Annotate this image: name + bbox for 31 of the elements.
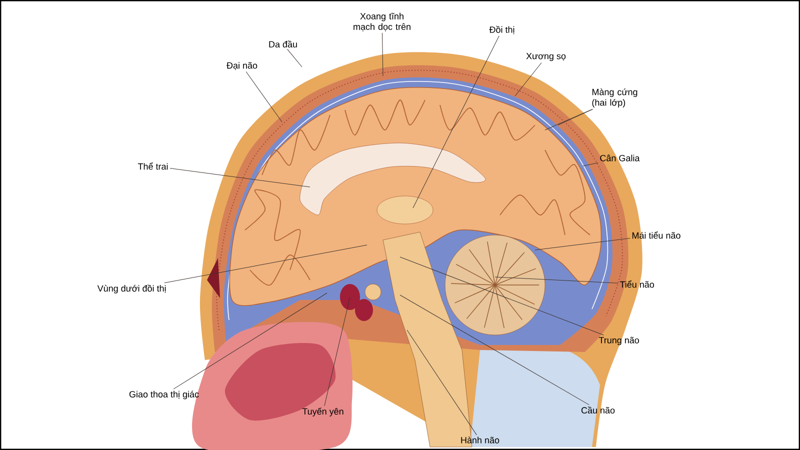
part-label: Giao thoa thị giác: [129, 390, 199, 400]
leader-line: [544, 108, 593, 130]
leader-line: [246, 71, 282, 122]
leader-line: [170, 168, 310, 188]
leader-line: [400, 294, 590, 406]
part-label: Trung não: [598, 336, 639, 346]
part-label: Màng cứng (hai lớp): [592, 88, 638, 108]
part-label: Tiểu não: [620, 280, 654, 288]
part-label: Vùng dưới đồi thị: [97, 284, 166, 294]
leader-line: [173, 292, 328, 390]
leader-line: [514, 62, 542, 96]
part-label: Tuyến yên: [302, 408, 344, 416]
part-label: Thể trai: [138, 162, 168, 170]
leader-line: [164, 244, 368, 284]
leader-line: [558, 108, 594, 126]
leader-line: [582, 162, 598, 166]
leader-line: [324, 296, 350, 406]
part-label: Cân Galia: [600, 154, 640, 162]
leader-line: [382, 32, 384, 76]
part-label: Đại não: [226, 62, 258, 70]
part-label: Đồi thị: [489, 26, 514, 34]
part-label: Cầu não: [581, 406, 615, 414]
part-label: Xoang tĩnh mạch dọc trên: [354, 12, 410, 32]
part-label: Hành não: [461, 436, 500, 444]
leader-line: [534, 238, 630, 250]
leader-line: [400, 256, 604, 336]
leader-line: [287, 48, 302, 68]
part-label: Da đầu: [269, 40, 297, 48]
leader-line: [412, 36, 500, 208]
leader-line: [494, 276, 618, 284]
part-label: Xương sọ: [526, 52, 566, 62]
